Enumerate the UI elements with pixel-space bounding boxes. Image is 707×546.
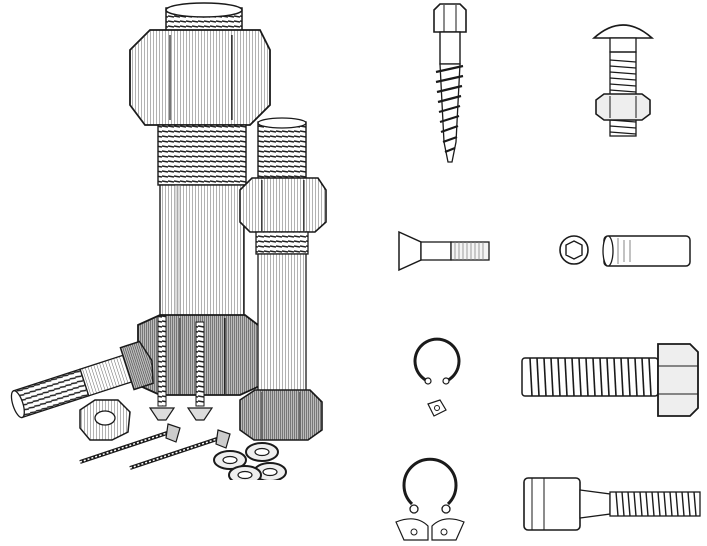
assorted-bolts-nuts-screws-washers-group xyxy=(0,0,350,480)
hex-socket-sleeve xyxy=(556,228,696,278)
countersunk-bolt xyxy=(395,228,495,274)
medium-bolt xyxy=(239,117,327,441)
lying-screws xyxy=(79,423,231,470)
external-circlip xyxy=(386,454,476,544)
lock-washers xyxy=(213,442,287,480)
small-hex-nut xyxy=(79,399,131,441)
socket-head-cap-screw xyxy=(520,474,705,536)
lying-bolt xyxy=(10,340,154,419)
carriage-bolt-with-nut xyxy=(588,16,658,146)
wood-screws xyxy=(148,315,214,421)
hex-bolt xyxy=(518,336,703,422)
lag-screw xyxy=(430,2,470,167)
internal-circlip xyxy=(404,336,464,422)
